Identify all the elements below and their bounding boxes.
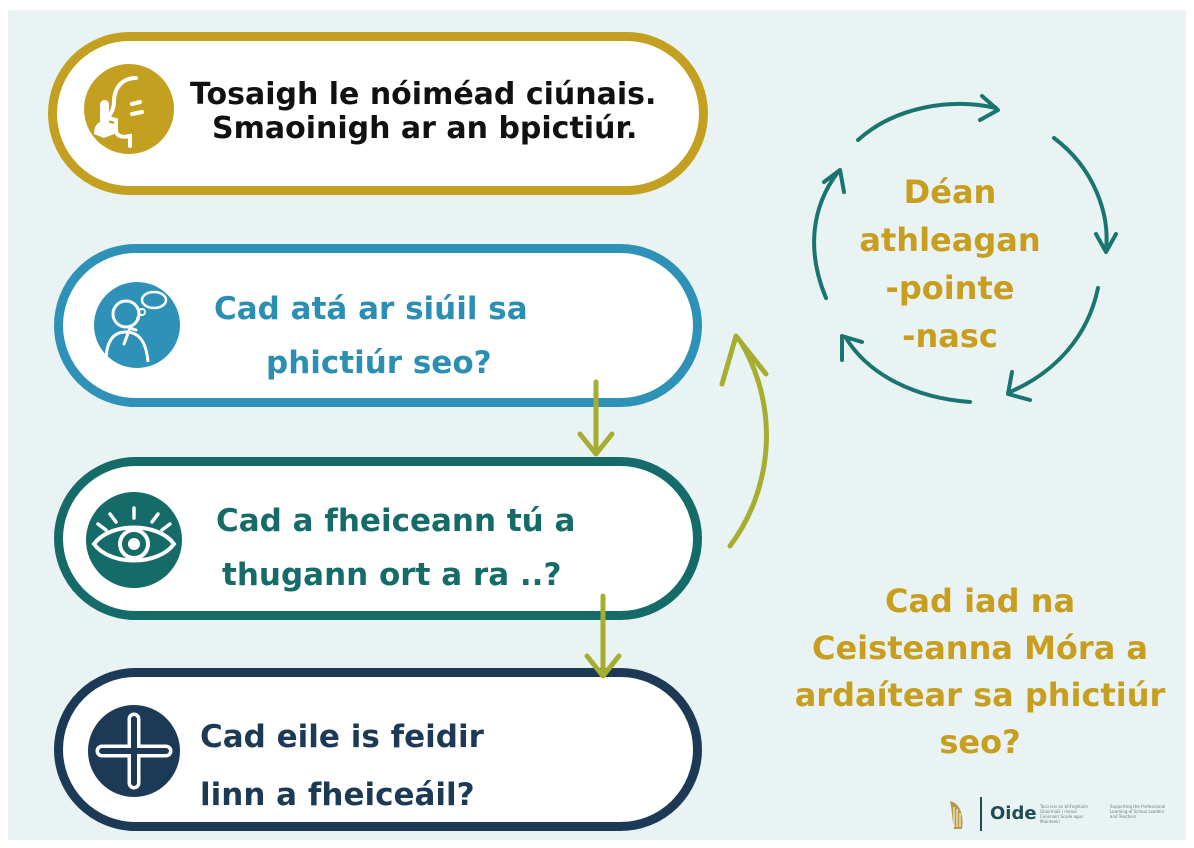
- quiet-finger-on-lips-icon: [84, 64, 174, 154]
- big-q-line2: Ceisteanna Móra a: [811, 629, 1149, 667]
- down-arrow-1: [577, 379, 615, 457]
- harp-icon: [950, 801, 963, 829]
- cycle-arrows: [812, 94, 1118, 404]
- cycle-line2: athleagan: [859, 221, 1041, 259]
- step-3-pill: [54, 457, 702, 620]
- step-2-line1: Cad atá ar siúil sa: [214, 291, 528, 327]
- big-q-line4: seo?: [939, 723, 1021, 761]
- step-3-line1: Cad a fheiceann tú a: [216, 503, 576, 539]
- step-3-text: Cad a fheiceann tú a thugann ort a ra ..…: [216, 494, 575, 602]
- cycle-line4: -nasc: [902, 317, 998, 355]
- cycle-line1: Déan: [903, 173, 997, 211]
- step-4-line1: Cad eile is feidir: [200, 719, 484, 755]
- plus-icon: [88, 705, 180, 797]
- down-arrow-2: [584, 593, 622, 679]
- oide-logo: Oide: [990, 803, 1037, 824]
- step-1-line2: Smaoinigh ar an bpictiúr.: [212, 110, 638, 146]
- step-3-line2: thugann ort a ra ..?: [222, 557, 562, 593]
- big-q-line1: Cad iad na: [884, 582, 1076, 620]
- step-4-line2: linn a fheiceáil?: [200, 777, 475, 813]
- step-4-text: Cad eile is feidir linn a fheiceáil?: [200, 708, 484, 824]
- cycle-line3: -pointe: [885, 269, 1015, 307]
- logo-divider: [980, 797, 982, 831]
- curved-up-arrow: [719, 333, 769, 549]
- cycle-text: Déan athleagan -pointe -nasc: [850, 168, 1050, 360]
- step-2-line2: phictiúr seo?: [266, 345, 492, 381]
- big-q-line3: ardaítear sa phictiúr: [794, 676, 1166, 714]
- logo-tagline-ga: Tacú leis an bhFoghlaim Ghairmiúil i mea…: [1040, 804, 1088, 824]
- step-1-text: Tosaigh le nóiméad ciúnais. Smaoinigh ar…: [190, 78, 656, 145]
- step-2-text: Cad atá ar siúil sa phictiúr seo?: [214, 282, 528, 390]
- eye-icon: [86, 492, 182, 588]
- big-questions-text: Cad iad na Ceisteanna Móra a ardaítear s…: [770, 578, 1190, 766]
- thinking-person-icon: [94, 282, 180, 368]
- step-1-line1: Tosaigh le nóiméad ciúnais.: [190, 77, 657, 112]
- logo-tagline-en: Supporting the Professional Learning of …: [1110, 804, 1166, 819]
